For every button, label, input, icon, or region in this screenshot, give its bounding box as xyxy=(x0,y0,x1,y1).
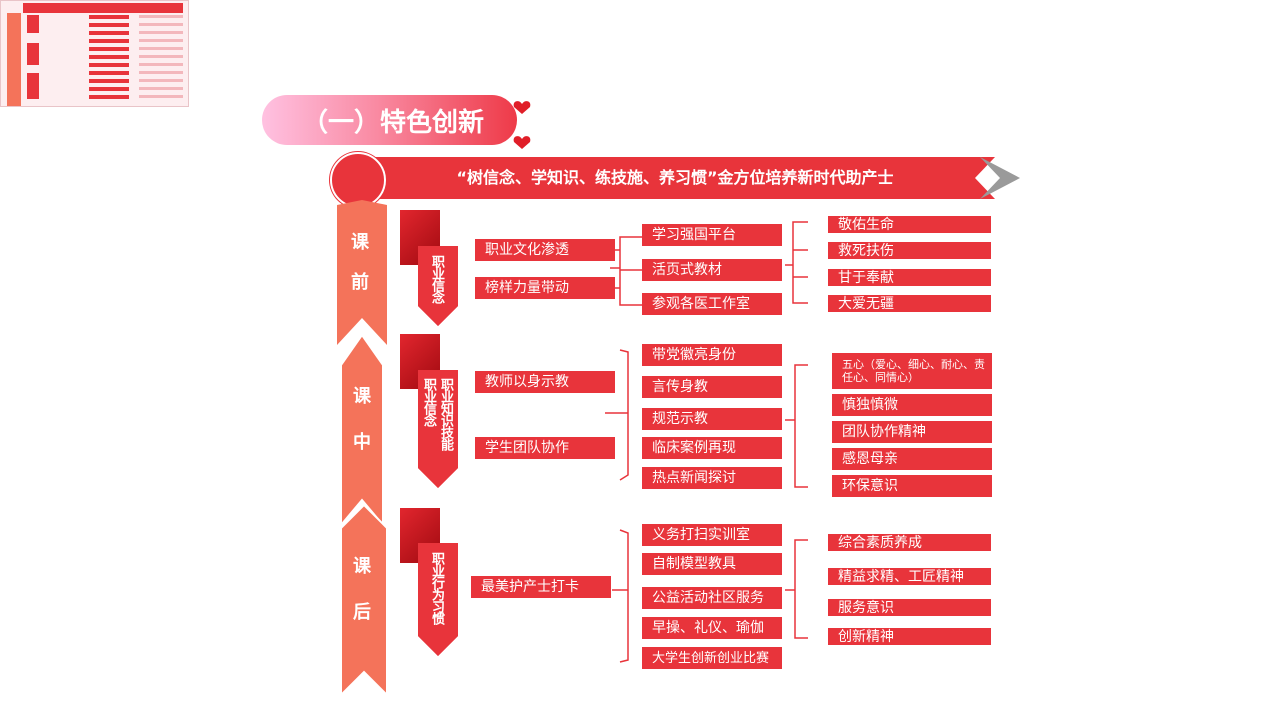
list-item: 五心（爱心、细心、耐心、责任心、同情心） xyxy=(832,353,992,389)
list-item: 慎独慎微 xyxy=(832,394,992,416)
group1-label: 职业信念 xyxy=(429,255,444,303)
phase-shape-before xyxy=(337,200,387,345)
list-item: 创新精神 xyxy=(828,628,991,645)
list-item: 热点新闻探讨 xyxy=(642,467,782,489)
list-item: 学习强国平台 xyxy=(642,224,782,246)
phase-before-char2: 前 xyxy=(351,272,369,293)
heart-icon xyxy=(513,136,531,149)
phase-after-char1: 课 xyxy=(353,556,371,577)
group3-label: 职业行为习惯 xyxy=(429,552,444,624)
list-item: 教师以身示教 xyxy=(475,371,615,393)
list-item: 公益活动社区服务 xyxy=(642,587,782,609)
phase-after-char2: 后 xyxy=(353,602,371,623)
list-item: 环保意识 xyxy=(832,475,992,497)
list-item: 精益求精、工匠精神 xyxy=(828,568,991,585)
list-item: 参观各医工作室 xyxy=(642,293,782,315)
thumbnail-lines xyxy=(89,15,129,103)
list-item: 临床案例再现 xyxy=(642,437,782,459)
group2-label-b: 职业信念 xyxy=(421,378,436,426)
banner-ribbon xyxy=(355,157,1020,199)
thumbnail-strip xyxy=(7,13,21,106)
list-item: 大爱无疆 xyxy=(828,295,991,312)
group2-label-a: 职业知识技能 xyxy=(438,378,453,450)
thumbnail-lines xyxy=(139,15,183,103)
brackets xyxy=(605,221,808,663)
phase-before-char1: 课 xyxy=(351,232,369,253)
list-item: 带党徽亮身份 xyxy=(642,344,782,366)
list-item: 言传身教 xyxy=(642,376,782,398)
thumbnail-block xyxy=(27,43,39,65)
list-item: 服务意识 xyxy=(828,599,991,616)
list-item: 义务打扫实训室 xyxy=(642,524,782,546)
list-item: 甘于奉献 xyxy=(828,269,991,286)
list-item: 活页式教材 xyxy=(642,259,782,281)
list-item: 自制模型教具 xyxy=(642,553,782,575)
thumbnail-block xyxy=(27,15,39,33)
list-item: 规范示教 xyxy=(642,408,782,430)
list-item: 最美护产士打卡 xyxy=(471,576,611,598)
list-item: 早操、礼仪、瑜伽 xyxy=(642,617,782,639)
phase-during-char1: 课 xyxy=(353,386,371,407)
list-item: 感恩母亲 xyxy=(832,448,992,470)
heart-icon xyxy=(513,101,531,114)
phase-during-char2: 中 xyxy=(353,432,371,453)
phase-shape-after xyxy=(340,503,388,698)
banner-title: “树信念、学知识、练技施、养习惯”金方位培养新时代助产士 xyxy=(456,168,894,187)
list-item: 职业文化渗透 xyxy=(475,239,615,261)
list-item: 学生团队协作 xyxy=(475,437,615,459)
list-item: 大学生创新创业比赛 xyxy=(642,647,782,669)
list-item: 敬佑生命 xyxy=(828,216,991,233)
thumbnail-block xyxy=(27,73,39,99)
list-item: 救死扶伤 xyxy=(828,242,991,259)
thumbnail-header xyxy=(23,3,183,13)
section-title: （一）特色创新 xyxy=(262,95,517,145)
list-item: 团队协作精神 xyxy=(832,421,992,443)
list-item: 榜样力量带动 xyxy=(475,277,615,299)
list-item: 综合素质养成 xyxy=(828,534,991,551)
slide-thumbnail[interactable] xyxy=(0,0,189,107)
